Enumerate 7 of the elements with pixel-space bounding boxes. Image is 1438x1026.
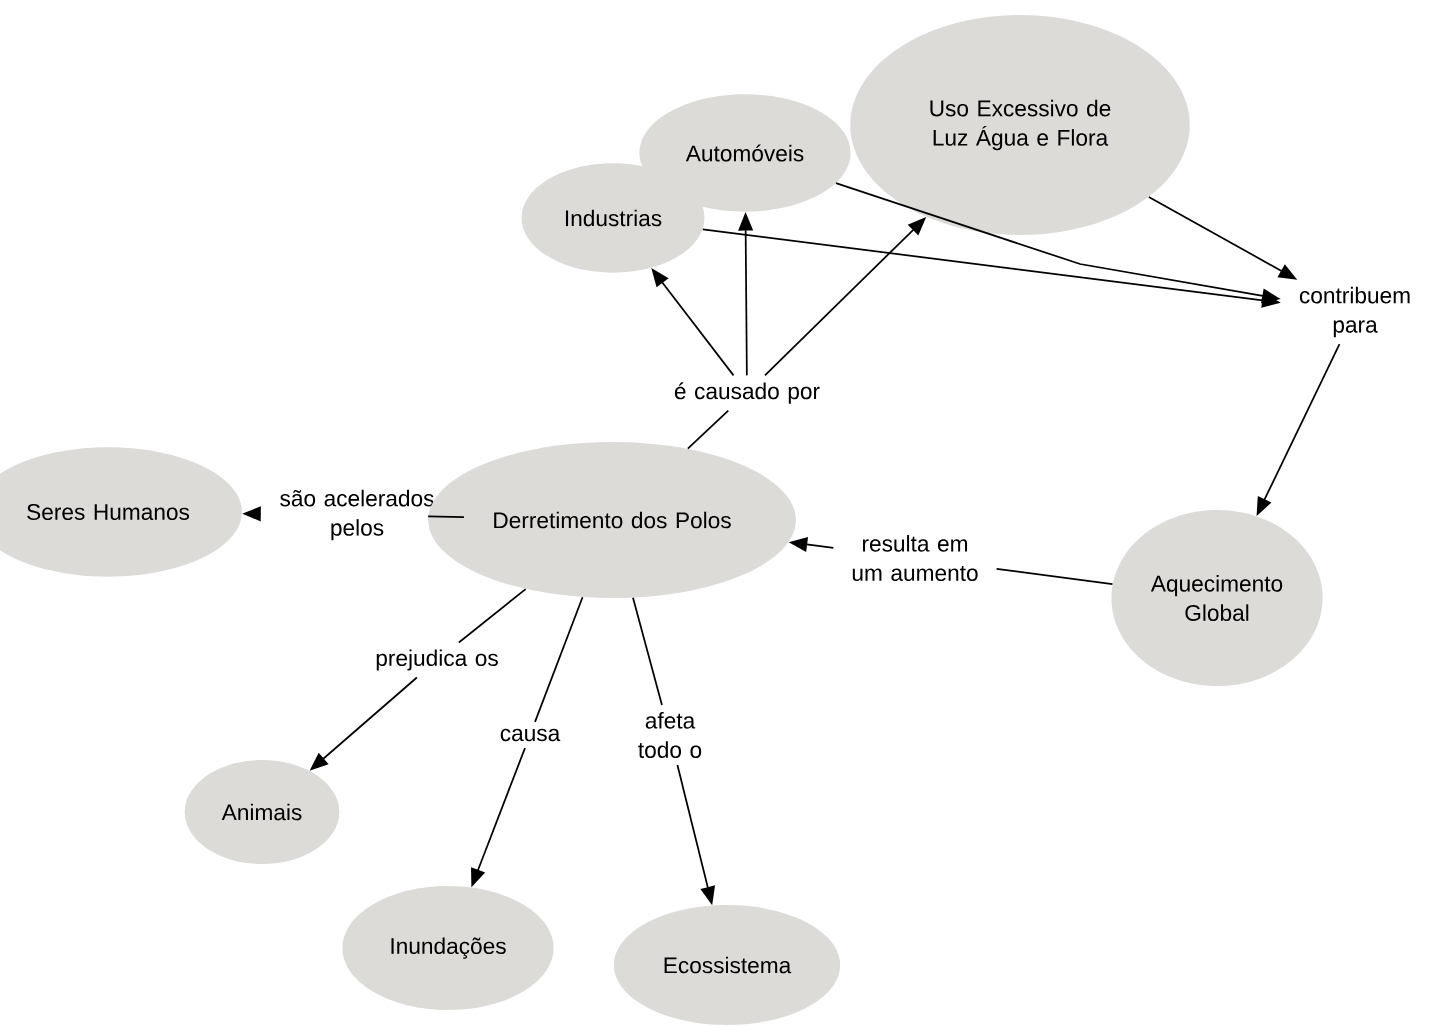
arrow bbox=[651, 268, 735, 377]
linking-phrase: prejudica os bbox=[376, 649, 498, 671]
linking-phrase: causa bbox=[500, 728, 561, 742]
linking-phrase: contribuem para bbox=[1299, 286, 1410, 338]
linking-phrase: é causado por bbox=[674, 382, 820, 404]
linking-phrase: afeta todo o bbox=[638, 712, 702, 758]
linking-phrase: resulta em um aumento bbox=[852, 535, 978, 581]
